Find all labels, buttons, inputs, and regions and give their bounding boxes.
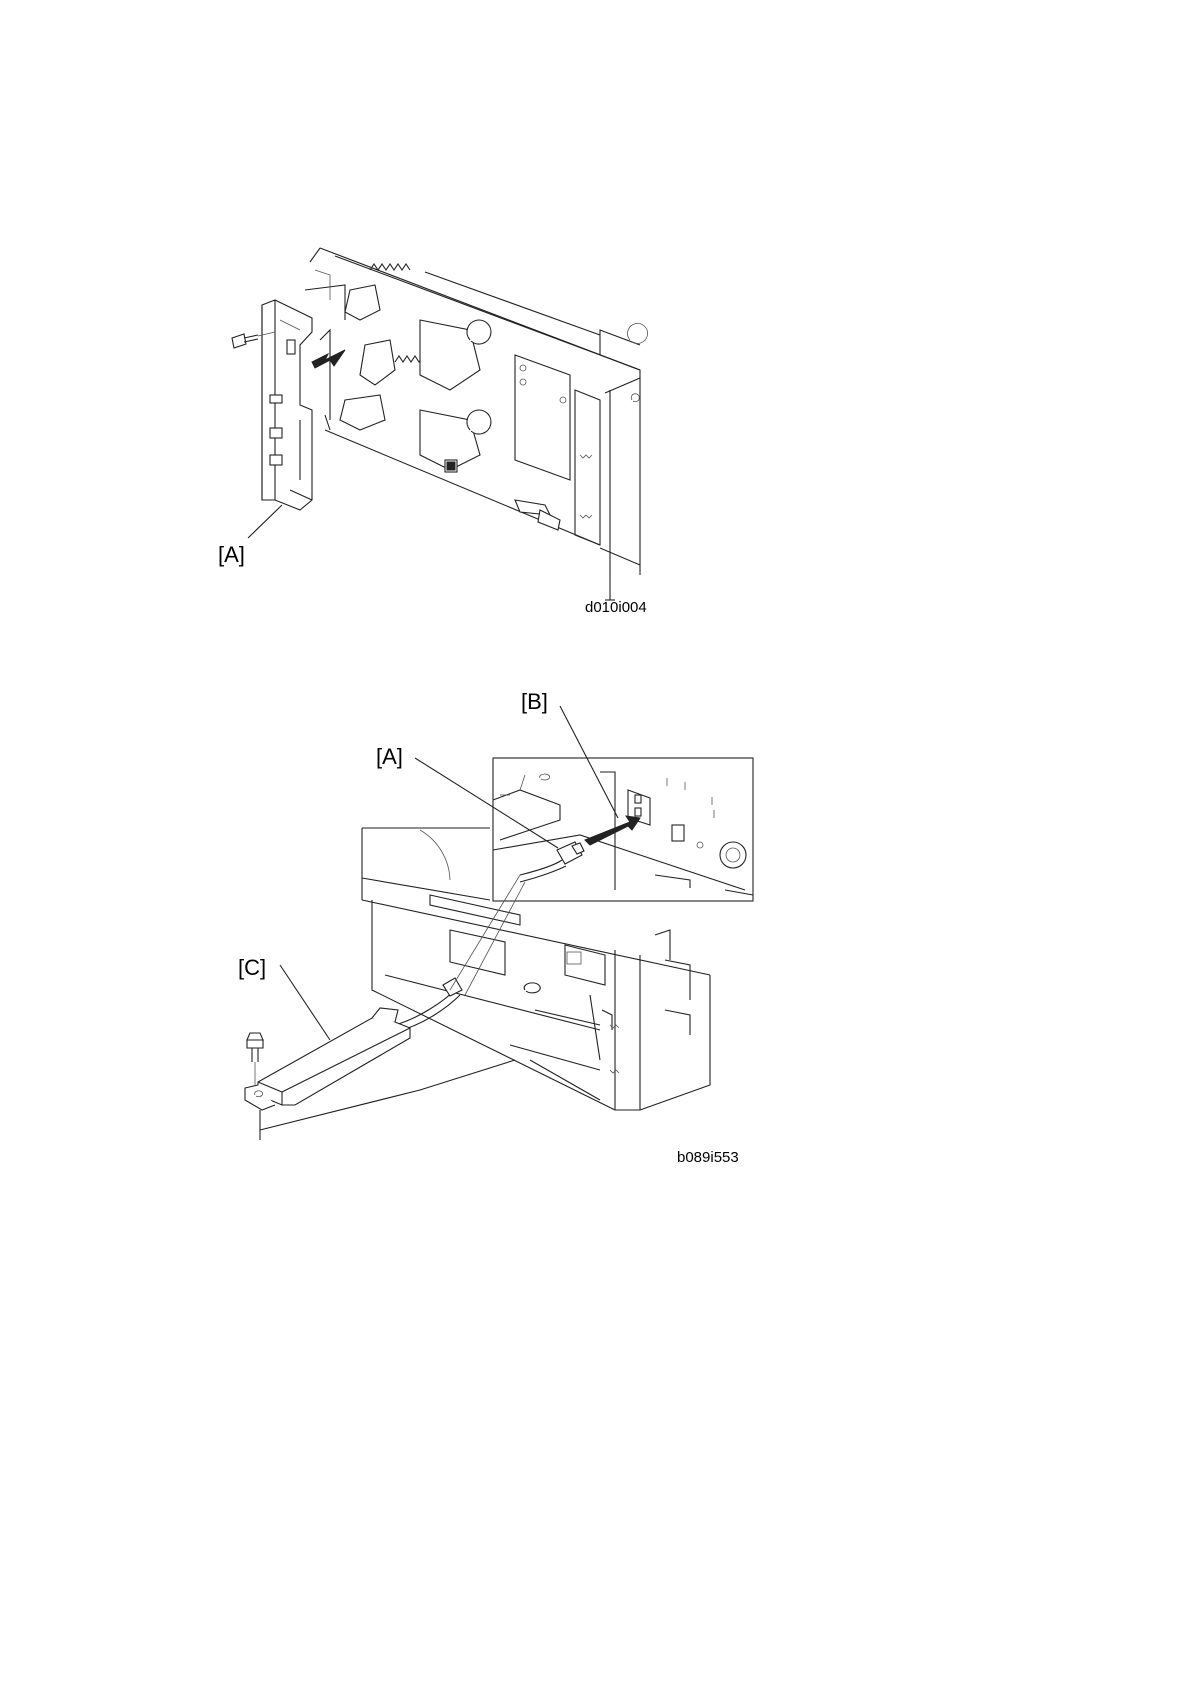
callout-c-fig2: [C]: [238, 955, 266, 980]
leader-line-a1: [248, 505, 282, 538]
screw-icon-2: [247, 1033, 263, 1085]
drive-plate: [515, 355, 600, 545]
figure-1-cover-removal: [232, 248, 648, 600]
leader-line-c: [280, 965, 330, 1040]
inset-detail-box: [493, 758, 753, 901]
callout-a-fig1: [A]: [218, 542, 245, 567]
inner-cover-a: [262, 300, 312, 510]
spring-mechanisms: [340, 264, 491, 472]
figure-2-harness-connection: [245, 706, 753, 1140]
removal-arrow-icon: [312, 350, 345, 368]
figure-id-fig2: b089i553: [677, 1149, 739, 1166]
callout-b-fig2: [B]: [521, 689, 548, 714]
figure-id-fig1: d010i004: [585, 599, 647, 616]
board-cover-c: [245, 1008, 410, 1110]
callout-a-fig2: [A]: [376, 744, 403, 769]
harness-a: [395, 842, 584, 1032]
